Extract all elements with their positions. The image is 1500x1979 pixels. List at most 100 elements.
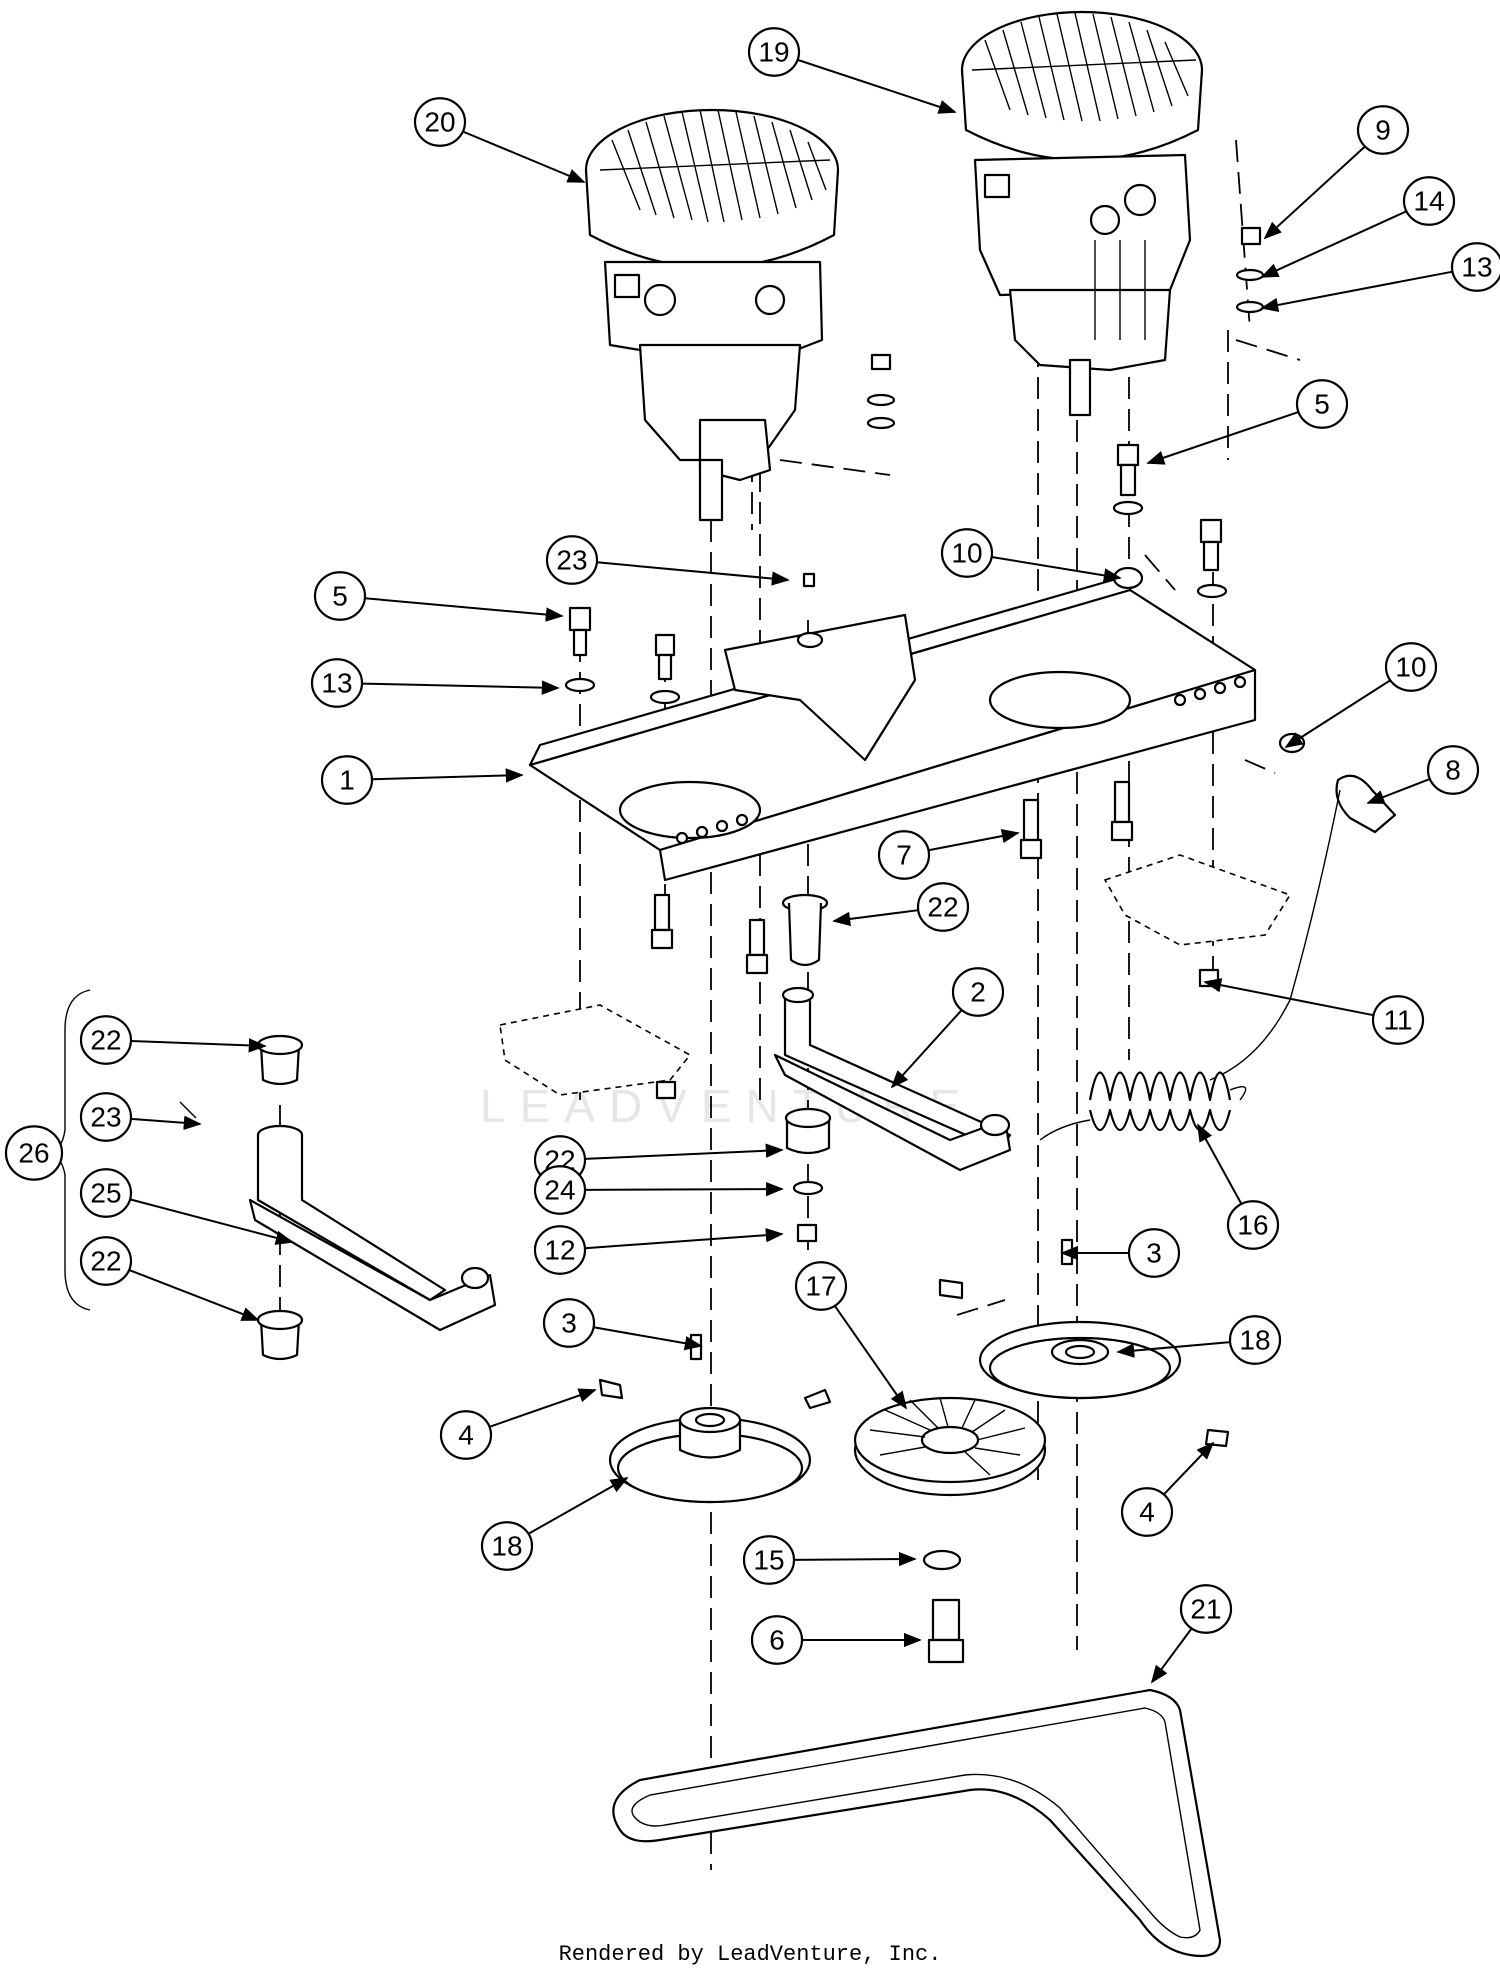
callout-10: 10 (1284, 642, 1438, 748)
leader-line (584, 1227, 784, 1250)
callout-circle (1371, 995, 1425, 1045)
callout-number: 23 (90, 1102, 121, 1133)
callout-2: 2 (890, 967, 1005, 1089)
leader-line (1146, 411, 1299, 465)
cooling-fins (599, 109, 831, 223)
leader-line (584, 1181, 784, 1197)
callout-circle (413, 97, 467, 147)
callout-number: 14 (1413, 186, 1444, 217)
callout-19: 19 (747, 27, 957, 114)
callout-number: 2 (970, 977, 986, 1008)
leader-line (129, 1198, 294, 1245)
callout-number: 19 (758, 37, 789, 68)
callout-23: 23 (545, 535, 790, 586)
callout-number: 18 (491, 1531, 522, 1562)
idler-pulley (853, 1396, 1047, 1497)
callout-4: 4 (1120, 1441, 1215, 1537)
callout-number: 5 (1314, 389, 1330, 420)
callout-15: 15 (742, 1535, 917, 1585)
tension-knob (1209, 774, 1397, 1081)
callout-number: 22 (927, 892, 958, 923)
callout-22: 22 (79, 1015, 267, 1065)
leader-line (364, 597, 564, 622)
callout-12: 12 (533, 1225, 784, 1275)
transmission-left (584, 108, 840, 522)
callout-circle (320, 755, 374, 805)
callout-number: 8 (1445, 755, 1461, 786)
callout-17: 17 (794, 1261, 908, 1410)
leader-line (1116, 1341, 1231, 1358)
callout-circle (742, 1535, 796, 1585)
leader-line (834, 1305, 908, 1410)
callout-number: 12 (544, 1235, 575, 1266)
mounting-bracket (528, 573, 1257, 882)
callout-number: 5 (332, 581, 348, 612)
leader-line (890, 1009, 962, 1089)
callout-13: 13 (1260, 242, 1500, 313)
callout-circle (1402, 176, 1456, 226)
cooling-fins (971, 12, 1197, 122)
callout-number: 16 (1237, 1210, 1268, 1241)
callout-circle (1120, 1487, 1174, 1537)
leader-line (928, 829, 1020, 852)
callout-25: 25 (79, 1168, 294, 1245)
callout-number: 4 (458, 1420, 474, 1451)
callout-number: 3 (561, 1308, 577, 1339)
callout-23: 23 (79, 1092, 202, 1142)
callout-number: 13 (1461, 252, 1492, 283)
callout-number: 20 (424, 107, 455, 138)
fasteners-lower (650, 780, 1220, 1100)
callout-20: 20 (413, 97, 586, 183)
leader-line (1197, 1123, 1242, 1204)
callout-circle (542, 1298, 596, 1348)
callout-number: 3 (1146, 1238, 1162, 1269)
callout-number: 22 (90, 1025, 121, 1056)
leader-line (991, 556, 1122, 583)
callout-circle (1356, 105, 1410, 155)
leader-line (793, 1551, 917, 1567)
callout-13: 13 (310, 658, 560, 708)
callout-circle (951, 967, 1005, 1017)
callout-number: 15 (753, 1545, 784, 1576)
leader-line (596, 561, 790, 586)
callout-circle (79, 1092, 133, 1142)
callout-11: 11 (1203, 978, 1425, 1045)
callout-number: 6 (769, 1625, 785, 1656)
callout-number: 24 (544, 1175, 575, 1206)
spacers (784, 1107, 832, 1243)
footer-credit: Rendered by LeadVenture, Inc. (558, 1942, 942, 1967)
callout-circle (533, 1165, 587, 1215)
callout-circle (310, 658, 364, 708)
callout-number: 13 (321, 668, 352, 699)
leader-line (371, 768, 524, 783)
callout-14: 14 (1260, 176, 1456, 278)
callout-circle (750, 1615, 804, 1665)
leader-line (1366, 778, 1431, 804)
callout-3: 3 (542, 1298, 703, 1351)
transmission-right (960, 10, 1204, 417)
callout-circle (877, 830, 931, 880)
callout-circle (533, 1225, 587, 1275)
callout-circle (940, 528, 994, 578)
callout-18: 18 (1116, 1315, 1282, 1365)
leader-line (130, 1115, 202, 1130)
callout-1: 1 (320, 755, 524, 805)
callout-22: 22 (79, 1236, 260, 1321)
leader-line (1203, 978, 1374, 1017)
callout-circle (480, 1521, 534, 1571)
leader-line (528, 1477, 629, 1535)
callout-24: 24 (533, 1165, 784, 1215)
callout-number: 9 (1375, 115, 1391, 146)
callout-circle (916, 882, 970, 932)
callout-3: 3 (1060, 1228, 1181, 1278)
leader-line (1260, 210, 1407, 278)
callout-number: 21 (1190, 1594, 1221, 1625)
callout-circle (313, 571, 367, 621)
leader-line (1150, 1628, 1192, 1684)
callout-circle (79, 1015, 133, 1065)
callout-number: 4 (1139, 1497, 1155, 1528)
callout-number: 18 (1239, 1325, 1270, 1356)
callout-26: 26 (4, 1125, 64, 1181)
callout-number: 7 (896, 840, 912, 871)
